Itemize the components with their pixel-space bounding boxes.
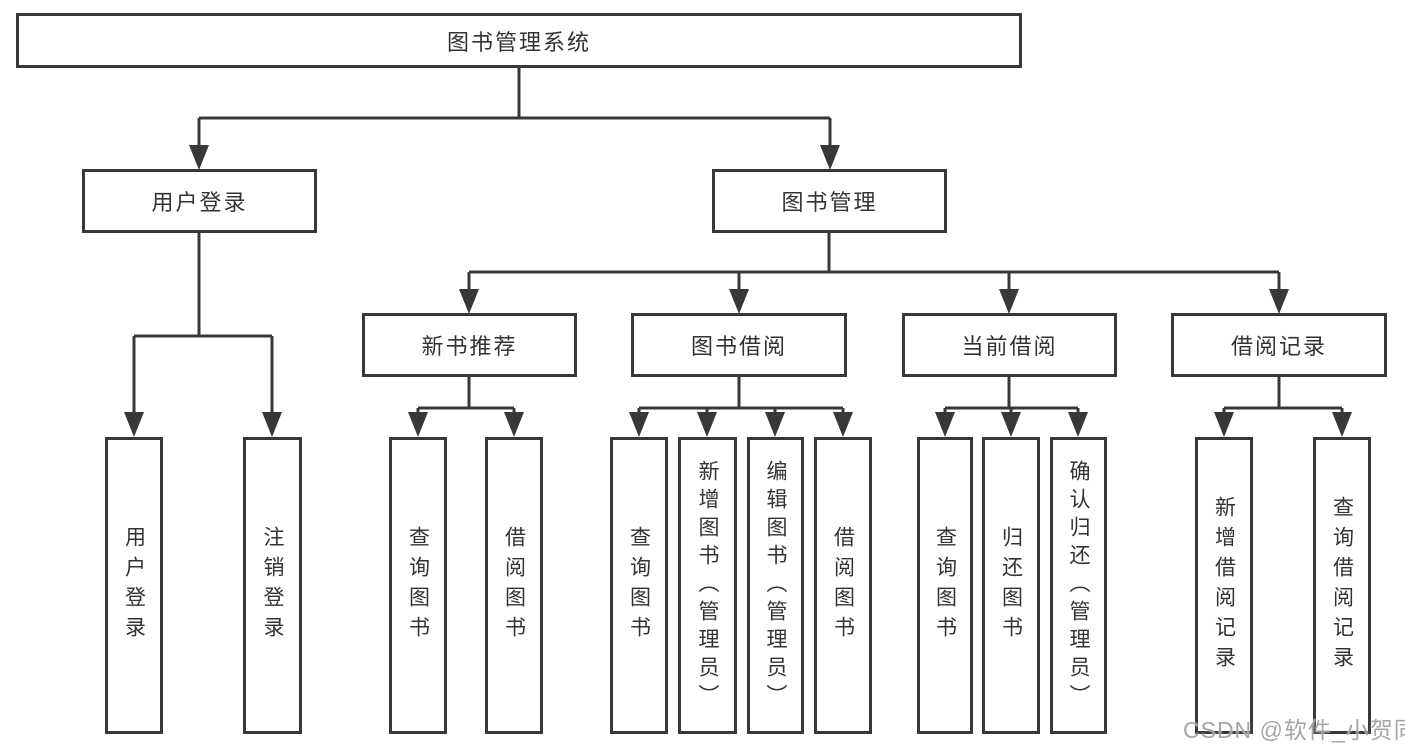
node-leaf-query-borrow-record-label: 查询借阅记录: [1330, 495, 1354, 676]
node-leaf-add-book-admin-label: 新增图书（管理员）: [696, 459, 719, 712]
node-borrowing-records-label: 借阅记录: [1230, 334, 1327, 359]
node-leaf-query-book-recommend-label: 查询图书: [406, 525, 430, 646]
node-book-management-label: 图书管理: [781, 190, 878, 215]
arrowheads: [124, 145, 1352, 437]
node-leaf-borrow-book: 借阅图书: [814, 437, 872, 734]
node-user-login: 用户登录: [82, 169, 317, 233]
node-leaf-query-book-borrow: 查询图书: [610, 437, 668, 734]
node-user-login-label: 用户登录: [151, 190, 248, 215]
node-leaf-return-book: 归还图书: [982, 437, 1040, 734]
node-leaf-user-login: 用户登录: [105, 437, 163, 734]
node-leaf-borrow-book-recommend: 借阅图书: [485, 437, 543, 734]
node-current-borrowing-label: 当前借阅: [961, 334, 1058, 359]
node-leaf-confirm-return-admin-label: 确认归还（管理员）: [1067, 459, 1090, 712]
node-leaf-edit-book-admin-label: 编辑图书（管理员）: [764, 459, 787, 712]
node-leaf-borrow-book-recommend-label: 借阅图书: [502, 525, 526, 646]
node-new-book-recommend-label: 新书推荐: [421, 334, 518, 359]
node-leaf-query-book-current-label: 查询图书: [933, 525, 957, 646]
node-leaf-borrow-book-label: 借阅图书: [831, 525, 855, 646]
node-library-system: 图书管理系统: [16, 13, 1022, 68]
node-leaf-add-borrow-record: 新增借阅记录: [1195, 437, 1253, 734]
node-borrowing-records: 借阅记录: [1171, 313, 1387, 377]
node-leaf-query-book-recommend: 查询图书: [389, 437, 447, 734]
node-leaf-query-book-current: 查询图书: [917, 437, 973, 734]
node-leaf-add-book-admin: 新增图书（管理员）: [678, 437, 737, 734]
node-book-borrowing: 图书借阅: [631, 313, 847, 377]
node-library-system-label: 图书管理系统: [446, 29, 591, 55]
node-leaf-query-book-borrow-label: 查询图书: [627, 525, 651, 646]
node-leaf-confirm-return-admin: 确认归还（管理员）: [1050, 437, 1107, 734]
node-leaf-query-borrow-record: 查询借阅记录: [1313, 437, 1371, 734]
node-leaf-return-book-label: 归还图书: [999, 525, 1023, 646]
node-leaf-add-borrow-record-label: 新增借阅记录: [1212, 495, 1236, 676]
node-current-borrowing: 当前借阅: [902, 313, 1117, 377]
node-leaf-edit-book-admin: 编辑图书（管理员）: [747, 437, 804, 734]
node-new-book-recommend: 新书推荐: [362, 313, 577, 377]
node-leaf-user-login-label: 用户登录: [122, 525, 146, 646]
node-book-management: 图书管理: [712, 169, 947, 233]
node-leaf-logout: 注销登录: [243, 437, 302, 734]
node-book-borrowing-label: 图书借阅: [690, 334, 787, 359]
node-leaf-logout-label: 注销登录: [261, 525, 284, 646]
csdn-watermark: CSDN @软件_小贺同学: [1183, 717, 1405, 743]
